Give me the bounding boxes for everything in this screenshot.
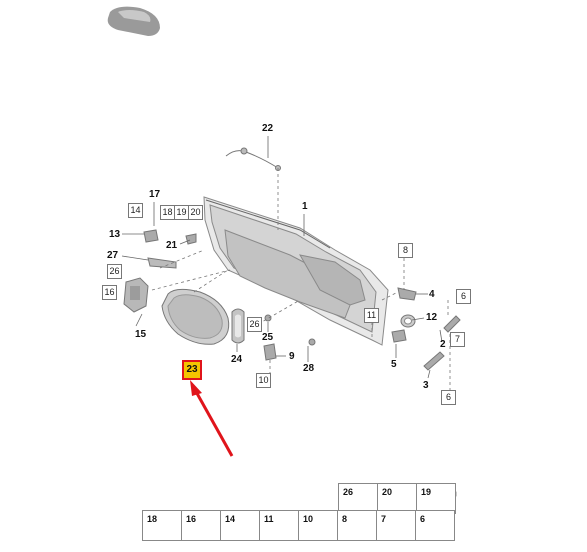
callout-12: 12 bbox=[426, 312, 438, 323]
legend-number: 10 bbox=[303, 514, 314, 524]
clip-part-13 bbox=[143, 229, 159, 243]
ref-box-16: 16 bbox=[102, 285, 117, 300]
legend-cell-8: 8 bbox=[337, 510, 377, 541]
ref-box-18: 18 bbox=[160, 205, 175, 220]
legend-cell-19: 19 bbox=[416, 483, 456, 514]
ref-box-20: 20 bbox=[188, 205, 203, 220]
dashed-guide-lines bbox=[151, 168, 451, 394]
legend-cell-6: 6 bbox=[415, 510, 455, 541]
ref-box-11: 11 bbox=[364, 308, 379, 323]
ref-box-7: 7 bbox=[450, 332, 465, 347]
door-shell bbox=[203, 196, 389, 346]
car-silhouette-icon bbox=[107, 6, 160, 37]
legend-number: 16 bbox=[186, 514, 197, 524]
legend-cell-16: 16 bbox=[181, 510, 221, 541]
callout-5: 5 bbox=[391, 359, 397, 370]
callout-4: 4 bbox=[429, 289, 435, 300]
legend-number: 11 bbox=[264, 514, 274, 524]
legend-number: 18 bbox=[147, 514, 158, 524]
legend-cell-14: 14 bbox=[220, 510, 260, 541]
clip-part-21 bbox=[185, 233, 197, 245]
callout-25: 25 bbox=[262, 332, 274, 343]
callout-1: 1 bbox=[302, 201, 308, 212]
bolt-part-2 bbox=[443, 315, 461, 333]
legend-number: 19 bbox=[421, 487, 432, 497]
grommet-part-12 bbox=[400, 314, 416, 328]
pointer-arrow-icon bbox=[190, 380, 234, 457]
legend-cell-11: 11 bbox=[259, 510, 299, 541]
fastener-legend-top: 26 20 19 bbox=[338, 483, 456, 514]
part-5 bbox=[391, 329, 407, 343]
bracket-part-27 bbox=[147, 257, 177, 269]
part-28 bbox=[308, 338, 316, 346]
legend-number: 20 bbox=[382, 487, 393, 497]
legend-cell-7: 7 bbox=[376, 510, 416, 541]
leader-lines bbox=[121, 136, 443, 379]
callout-13: 13 bbox=[109, 229, 121, 240]
highlighted-callout-23[interactable]: 23 bbox=[182, 360, 202, 380]
ref-box-8: 8 bbox=[398, 243, 413, 258]
callout-21: 21 bbox=[166, 240, 178, 251]
callout-15: 15 bbox=[135, 329, 147, 340]
panel-part-23 bbox=[161, 288, 230, 345]
ref-box-14: 14 bbox=[128, 203, 143, 218]
callout-27: 27 bbox=[107, 250, 119, 261]
legend-number: 7 bbox=[381, 514, 387, 524]
ref-box-10: 10 bbox=[256, 373, 271, 388]
callout-28: 28 bbox=[303, 363, 315, 374]
ref-box-19: 19 bbox=[174, 205, 189, 220]
ref-box-26-center: 26 bbox=[247, 317, 262, 332]
legend-number: 6 bbox=[420, 514, 426, 524]
legend-number: 14 bbox=[225, 514, 236, 524]
module-part-15 bbox=[123, 277, 149, 313]
fastener-legend-bottom: 18 16 14 11 10 8 7 6 bbox=[142, 510, 455, 541]
ref-box-26-left: 26 bbox=[107, 264, 122, 279]
legend-cell-18: 18 bbox=[142, 510, 182, 541]
callout-3: 3 bbox=[423, 380, 429, 391]
striker-part-3 bbox=[423, 351, 445, 371]
callout-17: 17 bbox=[149, 189, 161, 200]
legend-cell-20: 20 bbox=[377, 483, 417, 514]
legend-cell-26: 26 bbox=[338, 483, 378, 514]
ref-box-6-lower: 6 bbox=[441, 390, 456, 405]
callout-24: 24 bbox=[231, 354, 243, 365]
legend-number: 8 bbox=[342, 514, 348, 524]
hinge-part-4 bbox=[397, 287, 417, 301]
ref-box-6-upper: 6 bbox=[456, 289, 471, 304]
part-25 bbox=[264, 314, 272, 322]
callout-2: 2 bbox=[440, 339, 446, 350]
callout-22: 22 bbox=[262, 123, 274, 134]
legend-number: 26 bbox=[343, 487, 354, 497]
seal-part-24 bbox=[231, 308, 245, 344]
part-9 bbox=[263, 343, 277, 361]
cable-part-22 bbox=[225, 147, 281, 171]
legend-cell-10: 10 bbox=[298, 510, 338, 541]
callout-9: 9 bbox=[289, 351, 295, 362]
